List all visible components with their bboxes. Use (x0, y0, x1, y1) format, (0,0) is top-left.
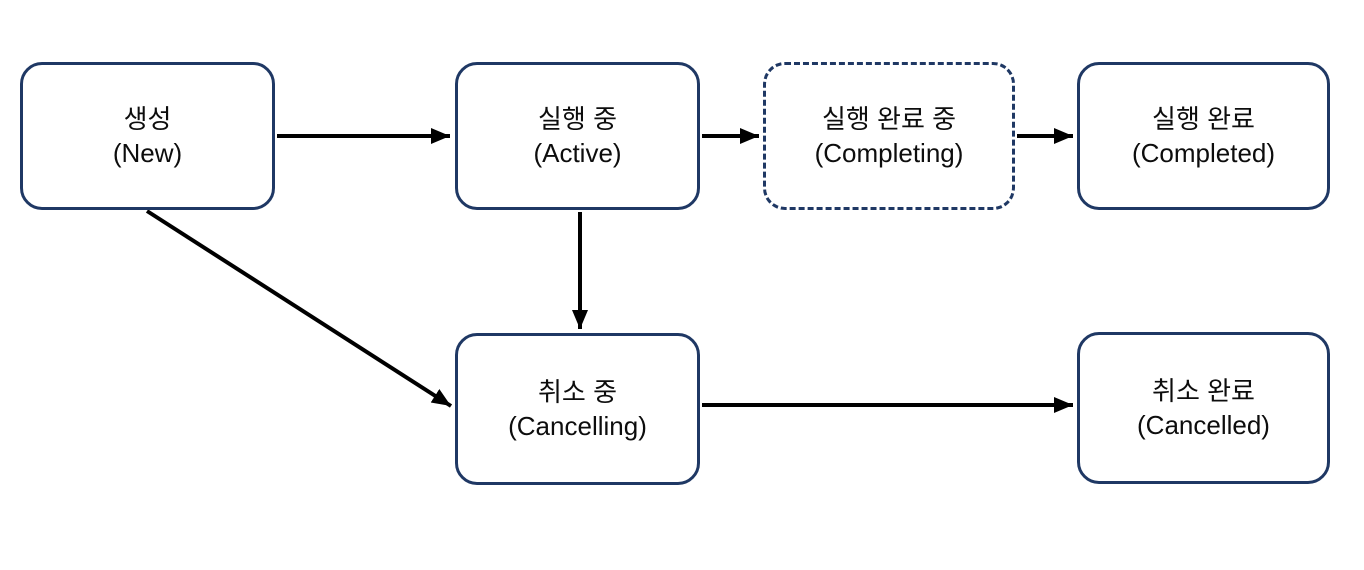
state-node-active: 실행 중 (Active) (455, 62, 700, 210)
state-label-english: (Completing) (814, 138, 964, 168)
edge-new-to-cancelling (145, 209, 453, 408)
state-label-english: (Cancelling) (508, 411, 647, 441)
state-label-korean: 취소 중 (538, 377, 617, 407)
state-node-completing: 실행 완료 중 (Completing) (763, 62, 1015, 210)
state-node-completed: 실행 완료 (Completed) (1077, 62, 1330, 210)
state-node-new: 생성 (New) (20, 62, 275, 210)
state-node-cancelled: 취소 완료 (Cancelled) (1077, 332, 1330, 484)
state-label-english: (New) (112, 138, 183, 168)
state-label-english: (Completed) (1131, 138, 1276, 168)
state-label-korean: 취소 완료 (1152, 376, 1255, 406)
state-label-korean: 실행 중 (538, 104, 617, 134)
state-label-korean: 실행 완료 (1152, 104, 1255, 134)
state-label-english: (Active) (533, 138, 622, 168)
state-label-korean: 실행 완료 중 (821, 104, 957, 134)
state-label-english: (Cancelled) (1137, 410, 1270, 440)
state-node-cancelling: 취소 중 (Cancelling) (455, 333, 700, 485)
state-label-korean: 생성 (123, 104, 172, 134)
